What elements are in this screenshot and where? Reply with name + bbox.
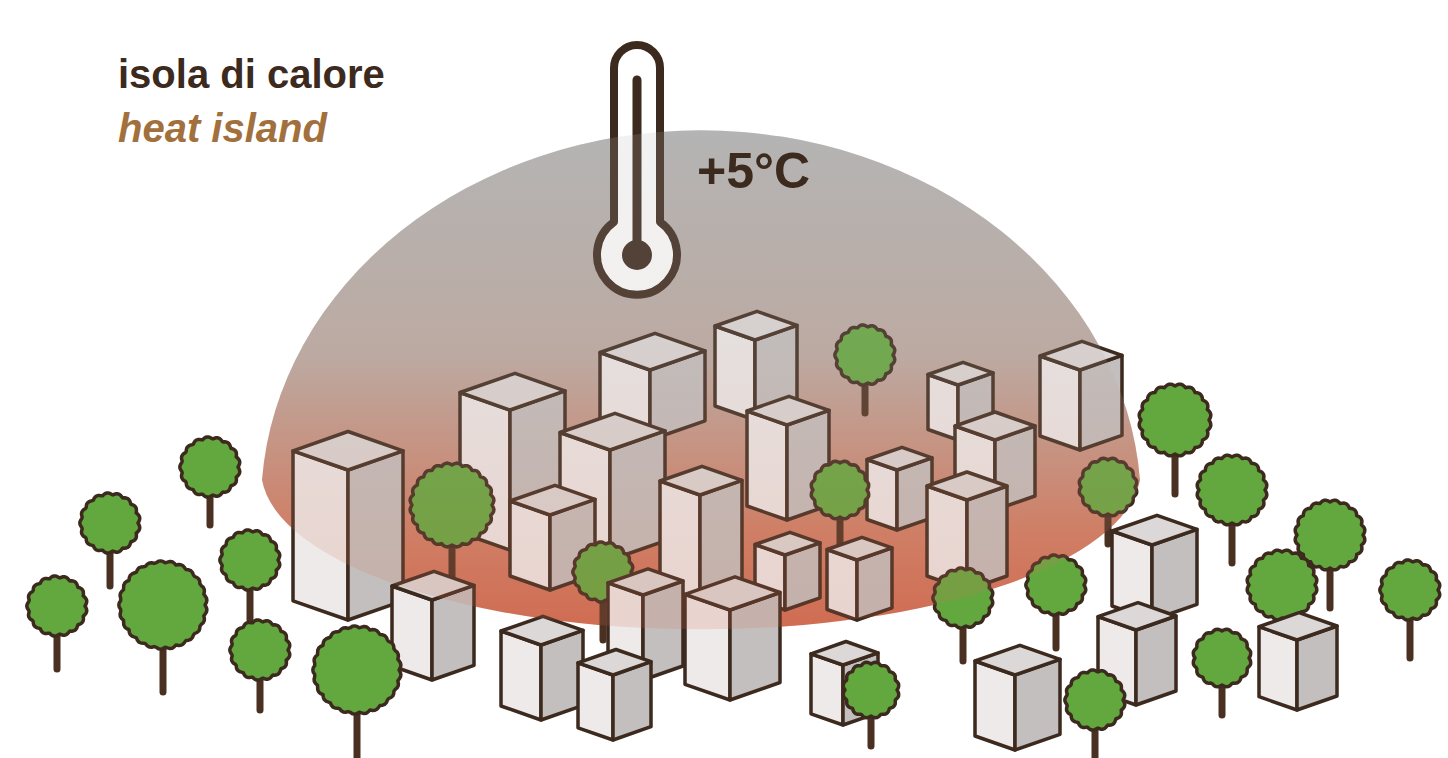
tree <box>230 620 290 710</box>
title: isola di calore <box>118 52 385 96</box>
subtitle: heat island <box>118 106 327 150</box>
tree <box>180 437 240 525</box>
building <box>1259 613 1337 710</box>
tree <box>1193 629 1250 715</box>
heat-dome-tint <box>262 130 1140 629</box>
building <box>975 645 1060 750</box>
building <box>1112 515 1197 620</box>
tree <box>1380 560 1440 658</box>
tree <box>843 662 898 746</box>
tree <box>1197 455 1267 563</box>
tree <box>313 626 401 758</box>
building <box>578 650 651 741</box>
building <box>501 616 583 720</box>
temperature-label: +5°C <box>697 144 810 199</box>
tree <box>1065 670 1125 758</box>
tree <box>80 493 140 586</box>
tree <box>220 530 280 620</box>
tree <box>27 576 87 669</box>
heat-dome <box>262 130 1140 629</box>
tree <box>119 561 207 692</box>
